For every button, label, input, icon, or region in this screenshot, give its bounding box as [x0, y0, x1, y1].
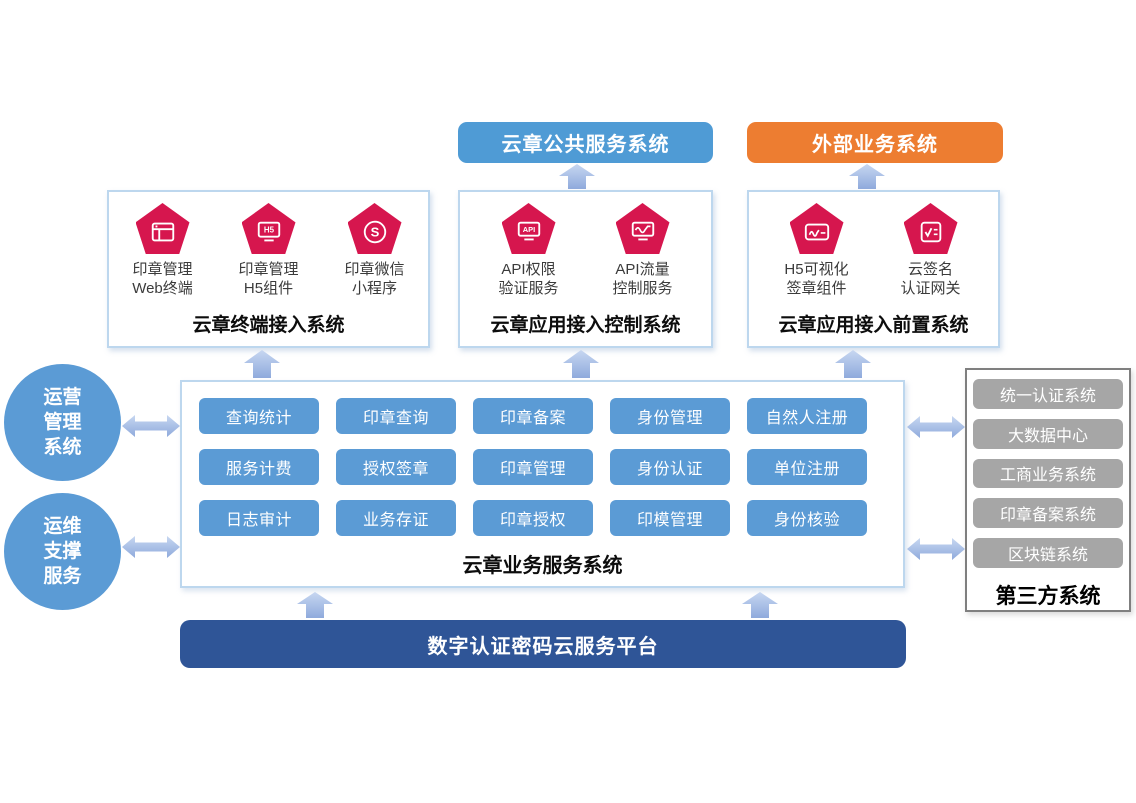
svg-text:H5: H5 [263, 225, 274, 234]
svg-text:S: S [370, 224, 379, 239]
business-button-grid: 查询统计 印章查询 印章备案 身份管理 自然人注册 服务计费 授权签章 印章管理… [182, 382, 903, 536]
circle-operation-support-service: 运维 支撑 服务 [4, 493, 121, 610]
item-label: API权限验证服务 [498, 261, 559, 297]
card-title: 云章应用接入前置系统 [778, 315, 969, 336]
biz-module: 服务计费 [199, 449, 319, 485]
h5-component-icon: H5 [241, 203, 296, 254]
biz-module: 身份认证 [610, 449, 730, 485]
card-application-access-front-system: H5可视化签章组件 云签名认证网关 云章应用接入前置系统 [747, 190, 1000, 348]
up-arrow [297, 592, 333, 618]
circle-line: 管理 [43, 412, 82, 433]
item-label: 云签名认证网关 [900, 261, 961, 297]
card-items: H5可视化签章组件 云签名认证网关 [767, 203, 981, 298]
up-arrow [559, 164, 595, 189]
biz-module: 授权签章 [336, 449, 456, 485]
item-label: 印章微信小程序 [344, 261, 405, 297]
web-terminal-icon [135, 203, 190, 254]
card-title: 云章终端接入系统 [192, 315, 345, 336]
third-party-title: 第三方系统 [995, 584, 1101, 608]
api-flow-icon [615, 203, 670, 254]
biz-module: 日志审计 [199, 500, 319, 536]
circle-line: 运维 [43, 516, 82, 537]
card-item: API API权限验证服务 [479, 203, 579, 298]
up-arrow [849, 164, 885, 189]
up-arrow [244, 350, 280, 378]
biz-module: 印章授权 [473, 500, 593, 536]
card-item: API流量控制服务 [593, 203, 693, 298]
circle-operation-management-system: 运营 管理 系统 [4, 364, 121, 481]
circle-line: 支撑 [43, 541, 82, 562]
biz-module: 身份核验 [747, 500, 867, 536]
double-arrow [122, 536, 180, 558]
third-party-item: 工商业务系统 [973, 458, 1123, 489]
double-arrow [122, 415, 180, 437]
business-system-title: 云章业务服务系统 [462, 555, 623, 577]
double-arrow [907, 416, 965, 438]
third-party-panel: 统一认证系统 大数据中心 工商业务系统 印章备案系统 区块链系统 第三方系统 [965, 368, 1131, 612]
biz-module: 印章备案 [473, 398, 593, 434]
item-label: API流量控制服务 [612, 261, 673, 297]
biz-module: 单位注册 [747, 449, 867, 485]
third-party-item: 统一认证系统 [973, 379, 1123, 409]
circle-line: 系统 [43, 437, 82, 458]
cloud-sign-gateway-icon [903, 203, 958, 254]
circle-line: 运营 [43, 387, 82, 408]
api-auth-icon: API [501, 203, 556, 254]
biz-module: 身份管理 [610, 398, 730, 434]
third-party-item: 区块链系统 [973, 538, 1123, 568]
card-title: 云章应用接入控制系统 [490, 315, 681, 336]
card-items: API API权限验证服务 API流量控制服务 [479, 203, 693, 298]
header-public-service-system: 云章公共服务系统 [458, 122, 713, 163]
header-external-business-system: 外部业务系统 [747, 122, 1003, 163]
h5-visual-sign-icon [789, 203, 844, 254]
biz-module: 业务存证 [336, 500, 456, 536]
wechat-miniprogram-icon: S [347, 203, 402, 254]
card-item: S 印章微信小程序 [325, 203, 425, 298]
third-party-item: 印章备案系统 [973, 498, 1123, 529]
business-service-system-box: 查询统计 印章查询 印章备案 身份管理 自然人注册 服务计费 授权签章 印章管理… [180, 380, 905, 588]
svg-text:API: API [522, 225, 534, 234]
card-item: H5可视化签章组件 [767, 203, 867, 298]
double-arrow [907, 538, 965, 560]
circle-line: 服务 [43, 566, 82, 587]
up-arrow [742, 592, 778, 618]
biz-module: 印章查询 [336, 398, 456, 434]
biz-module: 自然人注册 [747, 398, 867, 434]
item-label: H5可视化签章组件 [784, 261, 849, 297]
up-arrow [835, 350, 871, 378]
biz-module: 印模管理 [610, 500, 730, 536]
biz-module: 查询统计 [199, 398, 319, 434]
up-arrow [563, 350, 599, 378]
digital-auth-crypto-cloud-platform-bar: 数字认证密码云服务平台 [180, 620, 906, 668]
third-party-item: 大数据中心 [973, 418, 1123, 449]
biz-module: 印章管理 [473, 449, 593, 485]
card-item: 云签名认证网关 [881, 203, 981, 298]
card-application-access-control-system: API API权限验证服务 API流量控制服务 [458, 190, 713, 348]
